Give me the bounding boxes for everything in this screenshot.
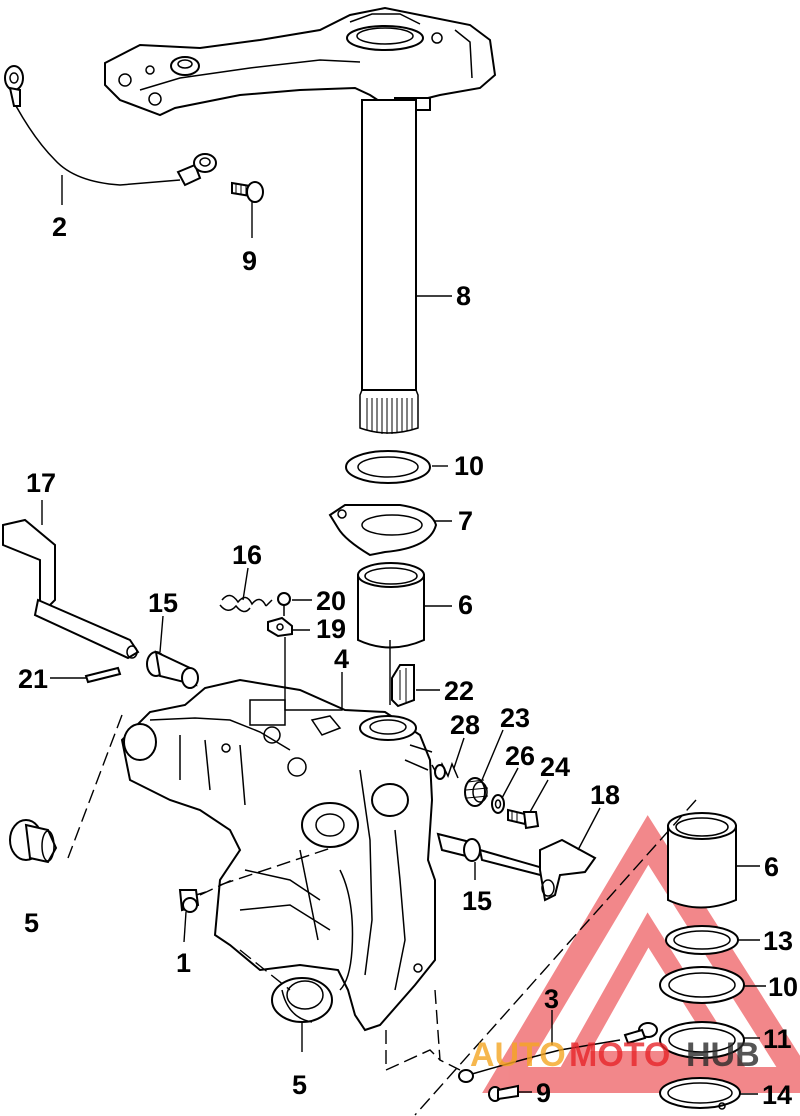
screw-lower: [488, 1084, 519, 1102]
callout-7: 7: [458, 506, 473, 536]
screw-top: [231, 181, 264, 203]
steering-arm-assembly: [104, 6, 497, 434]
callout-21: 21: [18, 664, 48, 694]
ground-wire-lower: [458, 1022, 658, 1083]
callout-24: 24: [540, 752, 570, 782]
bushing-5-left: [9, 819, 58, 864]
callout-5-lower: 5: [292, 1070, 307, 1100]
grease-fitting: [178, 889, 207, 913]
callout-10-lower: 10: [768, 972, 798, 1002]
callout-3: 3: [544, 984, 559, 1014]
watermark-auto: AUTO: [470, 1036, 566, 1074]
callout-20: 20: [316, 586, 346, 616]
bushing-15-right: [436, 832, 481, 862]
callout-22: 22: [444, 676, 474, 706]
bushing-15-left: [146, 650, 199, 689]
washer-upper: [345, 450, 431, 484]
assembly-lines: [67, 714, 697, 1116]
callout-17: 17: [26, 468, 56, 498]
watermark-triangle-outer: [482, 815, 800, 1093]
callout-labels: 2 9 8 10 7 17 16 20 6 15 19 4 21 22 28 2…: [18, 212, 798, 1110]
callout-26: 26: [505, 741, 535, 771]
pad-22: [391, 664, 415, 708]
watermark-text: AUTO MOTO HUB: [470, 1036, 760, 1074]
knob-23: [464, 777, 489, 807]
spring-16: [219, 594, 273, 613]
callout-10-upper: 10: [454, 451, 484, 481]
callout-28: 28: [450, 710, 480, 740]
callout-14: 14: [762, 1080, 792, 1110]
callout-18: 18: [590, 780, 620, 810]
bushing-5-lower: [271, 977, 333, 1023]
callout-13: 13: [763, 926, 793, 956]
callout-23: 23: [500, 703, 530, 733]
callout-1: 1: [176, 948, 191, 978]
spring-28: [431, 761, 459, 780]
screw-20: [277, 592, 291, 616]
snap-ring-14: [659, 1077, 741, 1110]
swivel-bracket: [120, 678, 436, 1032]
callout-6-lower: 6: [764, 852, 779, 882]
shaft-splines: [366, 398, 413, 434]
lever-17: [2, 518, 140, 660]
lever-18: [478, 838, 597, 902]
callout-15-left: 15: [148, 588, 178, 618]
watermark-moto: MOTO: [569, 1036, 670, 1074]
callout-8: 8: [456, 281, 471, 311]
callout-11: 11: [763, 1024, 792, 1054]
washer-10-lower: [659, 966, 745, 1004]
callout-4: 4: [334, 644, 349, 674]
washer-26: [491, 794, 505, 814]
callout-19: 19: [316, 614, 346, 644]
callout-5-left: 5: [24, 908, 39, 938]
leader-lines: [41, 175, 766, 1095]
callout-9-top: 9: [242, 246, 257, 276]
watermark-hub: HUB: [686, 1036, 760, 1074]
callout-15-right: 15: [462, 886, 492, 916]
bushing-upper: [357, 562, 425, 649]
ring-13: [665, 925, 739, 955]
ground-wire: [4, 65, 217, 187]
callout-9-lower: 9: [536, 1078, 551, 1108]
washer-11: [659, 1021, 745, 1059]
callout-2: 2: [52, 212, 67, 242]
clip-19: [267, 616, 293, 638]
callout-6-upper: 6: [458, 590, 473, 620]
bushing-6-lower: [667, 812, 737, 909]
pin-21: [84, 666, 122, 684]
bolt-24: [507, 808, 540, 830]
plate-7: [328, 504, 438, 557]
callout-16: 16: [232, 540, 262, 570]
